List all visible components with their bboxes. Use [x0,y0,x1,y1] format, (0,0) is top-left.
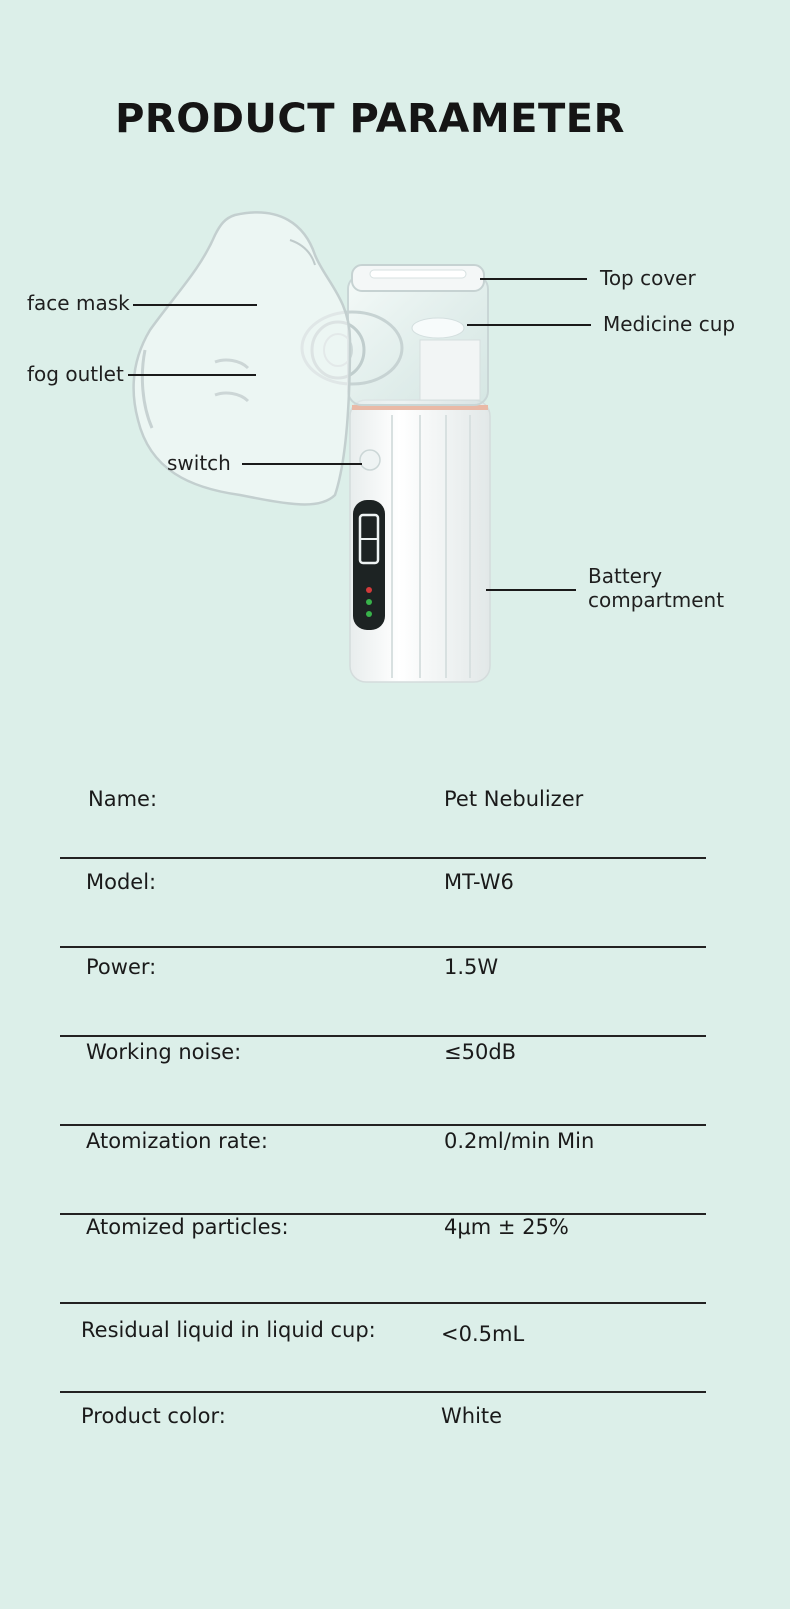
mask-connector [300,310,404,386]
parameter-label: Atomization rate: [86,1129,268,1153]
medicine-cup [347,274,489,406]
callout-battery: Battery compartment [588,564,724,612]
leader-medicine-cup [467,324,591,326]
parameter-value: ≤50dB [444,1040,517,1064]
parameter-row: Name: Pet Nebulizer [60,770,706,859]
leader-battery [486,589,576,591]
leader-fog-outlet [128,374,256,376]
parameter-row: Working noise: ≤50dB [60,1037,706,1126]
parameter-label: Working noise: [86,1040,242,1064]
row-divider [60,946,706,948]
parameter-value: 4μm ± 25% [444,1215,569,1239]
parameter-value: <0.5mL [441,1322,525,1346]
parameter-table: Name: Pet Nebulizer Model: MT-W6 Power: … [60,770,706,1473]
parameter-row: Model: MT-W6 [60,859,706,948]
parameter-row: Atomized particles: 4μm ± 25% [60,1215,706,1304]
parameter-value: White [441,1404,503,1428]
row-divider [60,1302,706,1304]
callout-switch: switch [167,451,231,475]
parameter-label: Atomized particles: [86,1215,289,1239]
led-display [353,500,385,630]
parameter-value: 0.2ml/min Min [444,1129,595,1153]
parameter-label: Name: [88,787,158,811]
callout-battery-line2: compartment [588,588,725,612]
parameter-label: Product color: [81,1404,226,1428]
parameter-row: Product color: White [60,1393,706,1473]
leader-top-cover [480,278,587,280]
callout-face-mask: face mask [27,291,130,315]
parameter-label: Residual liquid in liquid cup: [81,1318,376,1342]
parameter-row: Atomization rate: 0.2ml/min Min [60,1126,706,1215]
callout-fog-outlet: fog outlet [27,362,124,386]
face-mask [132,211,352,506]
callout-medicine-cup: Medicine cup [603,312,736,336]
row-divider [60,1124,706,1126]
parameter-label: Power: [86,955,157,979]
parameter-value: 1.5W [444,955,499,979]
switch-button [359,449,381,471]
parameter-row: Power: 1.5W [60,948,706,1037]
row-divider [60,1035,706,1037]
parameter-value: Pet Nebulizer [444,787,584,811]
leader-face-mask [133,304,257,306]
row-divider [60,857,706,859]
nebulizer-illustration [132,211,491,683]
callout-battery-line1: Battery [588,564,663,588]
parameter-value: MT-W6 [444,870,514,894]
row-divider [60,1213,706,1215]
parameter-row: Residual liquid in liquid cup: <0.5mL [60,1304,706,1393]
top-cover [351,264,485,292]
row-divider [60,1391,706,1393]
parameter-label: Model: [86,870,157,894]
callout-top-cover: Top cover [600,266,696,290]
page-title: PRODUCT PARAMETER [115,96,625,142]
leader-switch [242,463,362,465]
